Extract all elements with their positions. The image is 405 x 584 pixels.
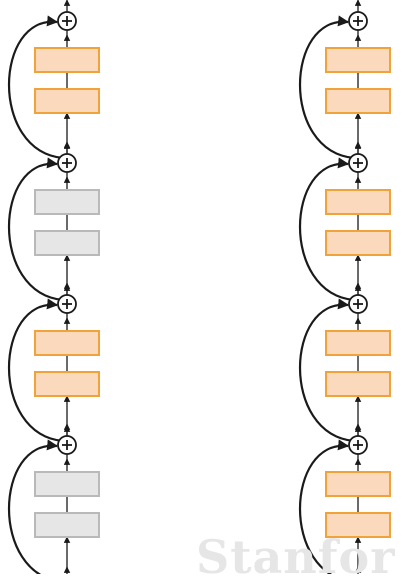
active-layer-box bbox=[325, 371, 391, 397]
dropped-layer-box bbox=[34, 512, 100, 538]
skip-connection-arrow bbox=[8, 298, 64, 443]
residual-unit bbox=[8, 282, 100, 449]
residual-unit bbox=[299, 282, 391, 449]
active-layer-box bbox=[325, 230, 391, 256]
residual-unit bbox=[8, 0, 100, 166]
addition-node bbox=[57, 153, 77, 173]
residual-unit bbox=[299, 423, 391, 584]
addition-node bbox=[348, 435, 368, 455]
residual-unit bbox=[8, 141, 100, 308]
active-layer-box bbox=[325, 47, 391, 73]
addition-node bbox=[348, 11, 368, 31]
addition-node bbox=[57, 435, 77, 455]
active-layer-box bbox=[325, 330, 391, 356]
active-layer-box bbox=[34, 371, 100, 397]
skip-connection-arrow bbox=[299, 439, 355, 584]
addition-node bbox=[57, 11, 77, 31]
residual-unit bbox=[299, 141, 391, 308]
addition-node bbox=[57, 294, 77, 314]
skip-connection-arrow bbox=[299, 15, 355, 160]
dropped-layer-box bbox=[34, 189, 100, 215]
skip-connection-arrow bbox=[299, 157, 355, 302]
active-layer-box bbox=[325, 189, 391, 215]
active-layer-box bbox=[34, 47, 100, 73]
skip-connection-arrow bbox=[8, 15, 64, 160]
left-column bbox=[8, 0, 100, 584]
dropped-layer-box bbox=[34, 471, 100, 497]
residual-unit bbox=[299, 0, 391, 166]
residual-unit bbox=[8, 423, 100, 584]
active-layer-box bbox=[325, 88, 391, 114]
addition-node bbox=[348, 294, 368, 314]
active-layer-box bbox=[34, 88, 100, 114]
active-layer-box bbox=[325, 471, 391, 497]
addition-node bbox=[348, 153, 368, 173]
active-layer-box bbox=[34, 330, 100, 356]
skip-connection-arrow bbox=[299, 298, 355, 443]
skip-connection-arrow bbox=[8, 157, 64, 302]
skip-connection-arrow bbox=[8, 439, 64, 584]
active-layer-box bbox=[325, 512, 391, 538]
right-column bbox=[299, 0, 391, 584]
dropped-layer-box bbox=[34, 230, 100, 256]
